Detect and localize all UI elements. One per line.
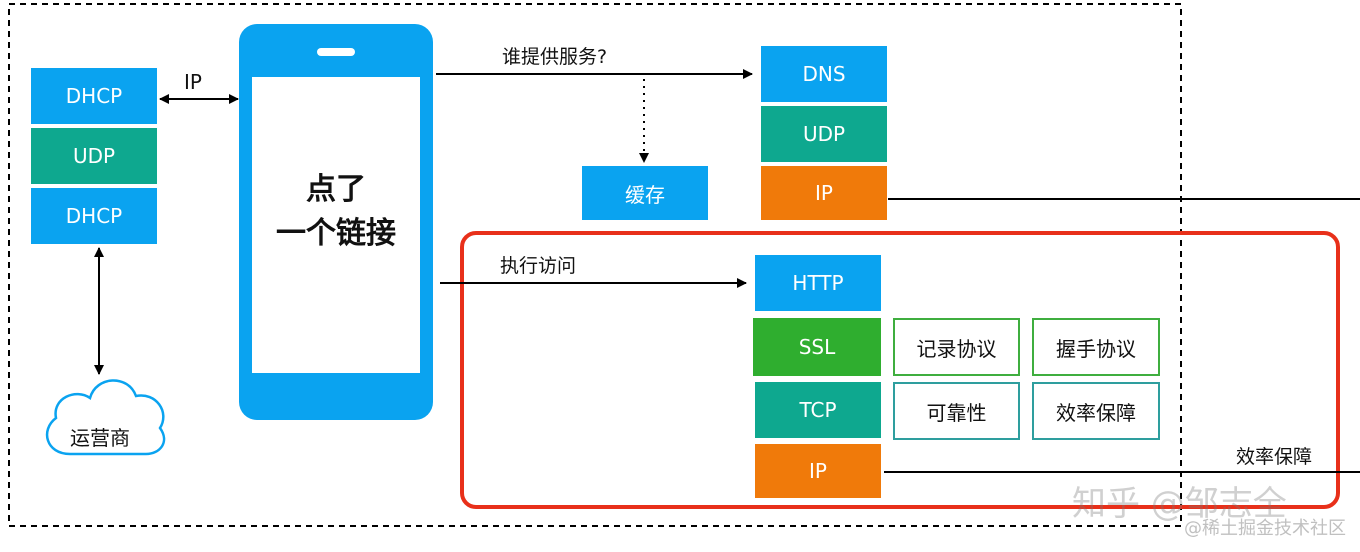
dns-box: DNS [761, 46, 887, 102]
ssl-box: SSL [753, 318, 881, 376]
zhihu-watermark: 知乎 @邹志全 [1072, 484, 1287, 524]
ip-label: IP [184, 70, 202, 94]
phone-text-line2: 一个链接 [276, 216, 396, 251]
red-highlight-frame [460, 231, 1340, 509]
tcp-box: TCP [755, 382, 881, 438]
udp-box-left: UDP [31, 128, 157, 184]
udp-box-dns: UDP [761, 106, 887, 162]
phone-device [239, 24, 433, 420]
cloud-label: 运营商 [70, 426, 130, 450]
phone-text-line1: 点了 [306, 172, 366, 207]
ip-box-http: IP [755, 444, 881, 498]
juejin-watermark: @稀土掘金技术社区 [1184, 518, 1346, 539]
phone-screen [252, 77, 420, 373]
record-protocol-box: 记录协议 [893, 318, 1020, 376]
phone-text: 点了 一个链接 [252, 168, 420, 256]
dhcp-box-top: DHCP [31, 68, 157, 124]
efficiency-box: 效率保障 [1032, 382, 1160, 440]
dns-query-label: 谁提供服务? [502, 46, 608, 68]
bottom-line-label: 效率保障 [1236, 446, 1313, 468]
dhcp-box-bottom: DHCP [31, 188, 157, 244]
http-box: HTTP [755, 255, 881, 311]
handshake-protocol-box: 握手协议 [1032, 318, 1160, 376]
ip-box-dns: IP [761, 166, 887, 220]
cache-box: 缓存 [582, 166, 708, 220]
cloud-icon [45, 379, 166, 456]
reliability-box: 可靠性 [893, 382, 1020, 440]
outer-dashed-frame [8, 3, 1182, 527]
access-label: 执行访问 [500, 255, 577, 277]
phone-speaker [317, 48, 355, 56]
